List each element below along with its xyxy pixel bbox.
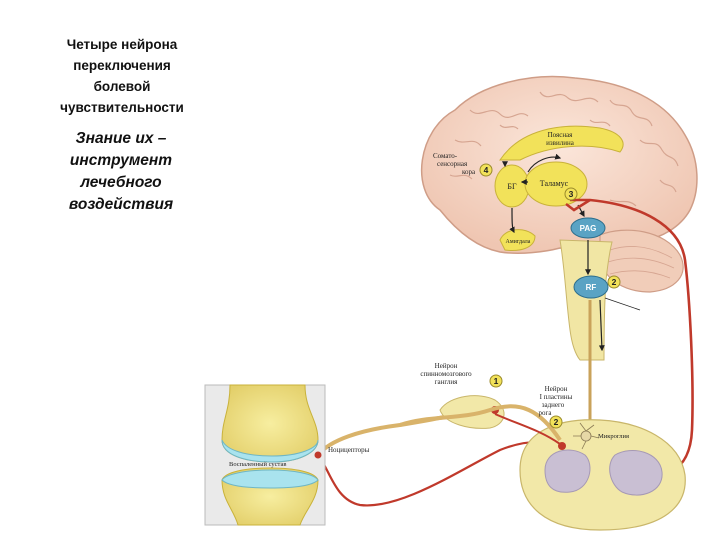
rf-pointer <box>605 298 640 310</box>
dorsal-horn-neuron <box>558 442 566 450</box>
label-rf: RF <box>586 283 597 292</box>
label-spinal-ganglion: ганглия <box>435 378 458 386</box>
label-inflamed-joint: Воспаленный сустав <box>229 461 286 468</box>
label-dorsal-horn: заднего <box>542 401 565 409</box>
badge-text: 2 <box>612 277 617 287</box>
label-nociceptors: Ноцицепторы <box>328 446 370 454</box>
label-dorsal-horn: рога <box>539 409 553 417</box>
label-dorsal-horn: I пластины <box>540 393 573 401</box>
label-cingulate: Поясная <box>548 131 574 139</box>
label-somatosensory: кора <box>462 168 476 176</box>
label-amygdala: Амигдала <box>506 239 531 245</box>
badge-text: 1 <box>494 376 499 386</box>
label-spinal-ganglion: спинномозгового <box>420 370 472 378</box>
badge-text: 4 <box>484 165 489 175</box>
nociceptor-ending <box>315 452 322 459</box>
label-somatosensory: сенсорная <box>437 160 468 168</box>
brainstem <box>560 240 612 360</box>
inflamed-joint <box>205 385 325 525</box>
label-thalamus: Таламус <box>540 179 569 188</box>
badge-text: 3 <box>569 189 574 199</box>
label-somatosensory: Сомато- <box>433 152 458 160</box>
label-spinal-ganglion: Нейрон <box>435 362 458 370</box>
label-cingulate: извилина <box>546 139 575 147</box>
label-bg: БГ <box>507 182 517 191</box>
label-pag: PAG <box>580 224 597 233</box>
badge-text: 2 <box>554 417 559 427</box>
label-microglia: Микроглия <box>598 433 629 440</box>
label-dorsal-horn: Нейрон <box>545 385 568 393</box>
